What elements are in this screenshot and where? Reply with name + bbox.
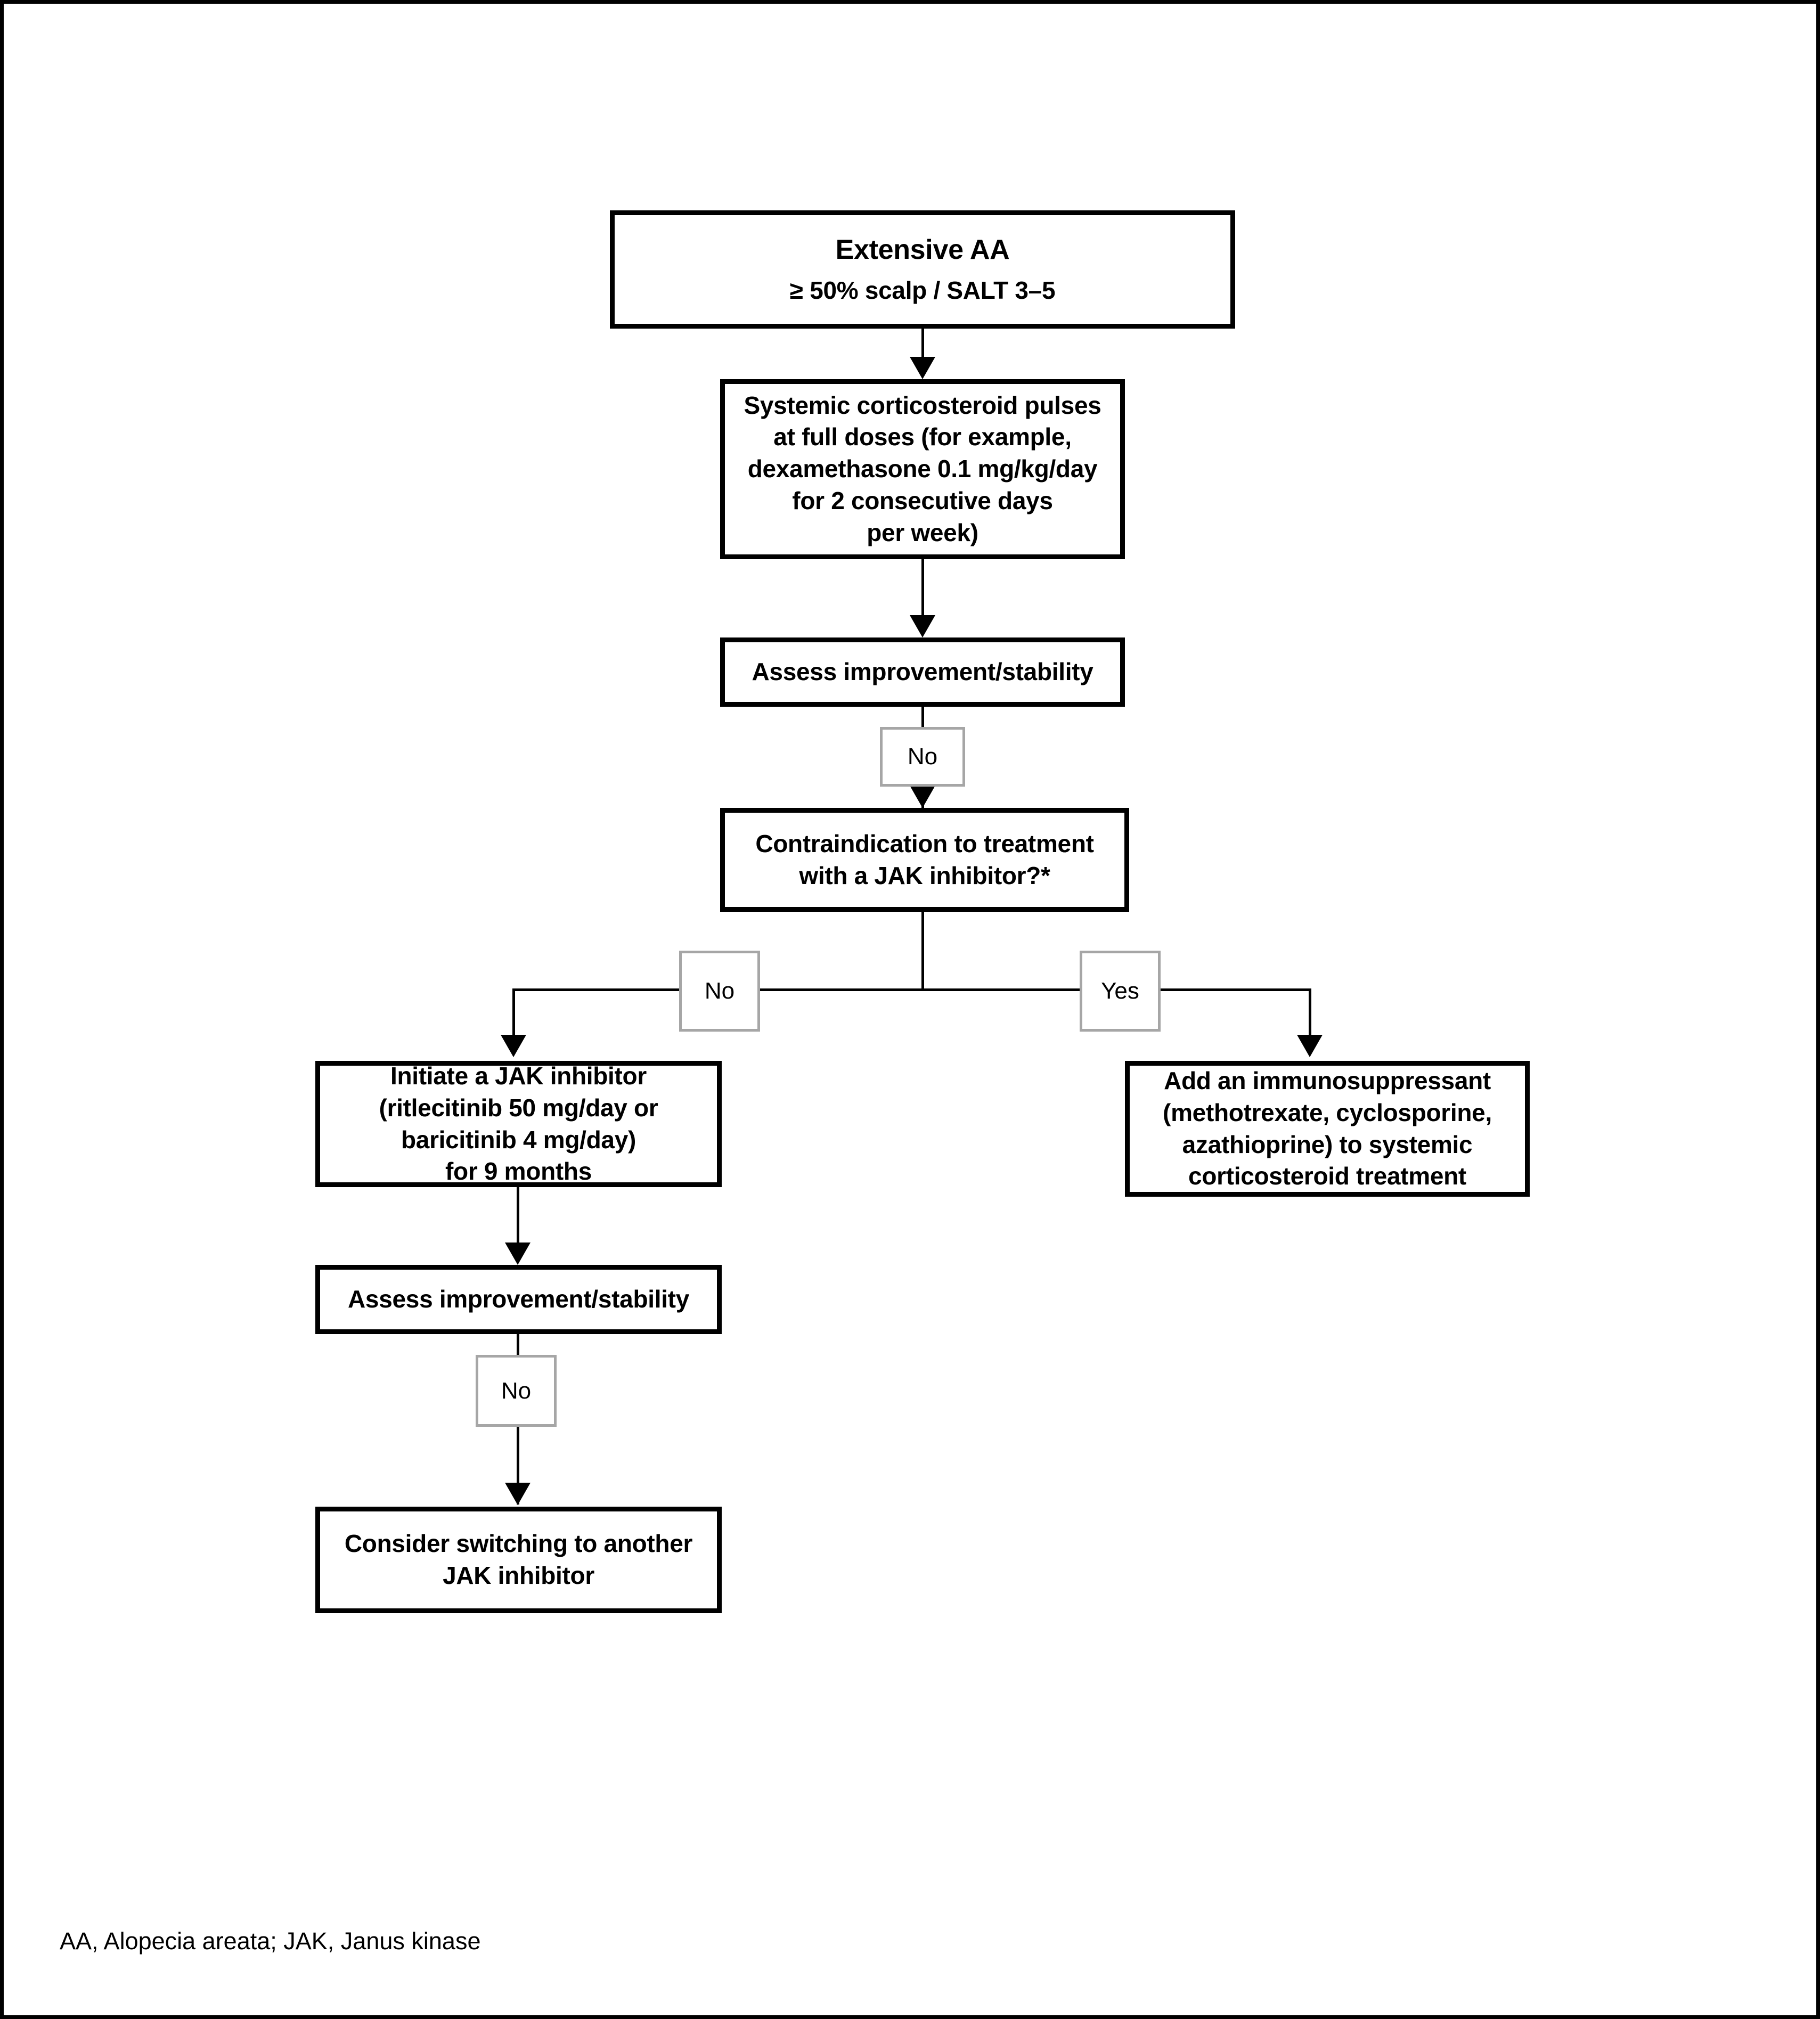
edge-label-no-after-assess-1-text: No [907,743,938,770]
node-assess-improvement-2-label: Assess improvement/stability [348,1285,689,1313]
connector-branch-bar [512,988,1311,991]
edge-label-no-after-assess-1: No [880,727,965,787]
arrowhead-to-assess-2 [505,1243,531,1265]
node-initiate-jak-line-4: for 9 months [445,1157,592,1186]
edge-label-yes-branch: Yes [1080,951,1161,1032]
node-assess-improvement-2: Assess improvement/stability [315,1265,722,1334]
node-contraindication-line-2: with a JAK inhibitor?* [799,861,1050,889]
node-assess-improvement-1: Assess improvement/stability [720,637,1125,707]
node-initiate-jak-line-3: baricitinib 4 mg/day) [401,1125,636,1154]
node-add-immunosuppressant-line-1: Add an immunosuppressant [1164,1066,1491,1094]
connector-branch-left-drop [512,988,515,1036]
node-consider-switching-line-2: JAK inhibitor [443,1562,594,1589]
node-corticosteroid-pulses-line-2: at full doses (for example, [773,423,1072,451]
node-extensive-aa: Extensive AA ≥ 50% scalp / SALT 3–5 [610,210,1235,329]
node-add-immunosuppressant: Add an immunosuppressant (methotrexate, … [1125,1061,1530,1197]
edge-label-no-after-assess-2-text: No [501,1377,532,1404]
connector-pulses-to-assess-1 [921,559,924,615]
arrowhead-to-add-immunosuppressant [1297,1035,1323,1057]
edge-label-no-branch-text: No [704,978,735,1004]
connector-branch-right-drop [1309,988,1311,1036]
node-consider-switching-jak: Consider switching to another JAK inhibi… [315,1507,722,1613]
node-assess-improvement-1-label: Assess improvement/stability [752,658,1093,686]
node-add-immunosuppressant-line-2: (methotrexate, cyclosporine, [1163,1098,1492,1126]
node-corticosteroid-pulses: Systemic corticosteroid pulses at full d… [720,379,1125,559]
node-add-immunosuppressant-line-3: azathioprine) to systemic [1182,1130,1473,1158]
arrowhead-to-pulses [910,357,935,379]
node-consider-switching-line-1: Consider switching to another [344,1530,693,1558]
node-extensive-aa-subtitle: ≥ 50% scalp / SALT 3–5 [789,276,1056,304]
node-add-immunosuppressant-line-4: corticosteroid treatment [1188,1162,1466,1190]
node-initiate-jak-inhibitor: Initiate a JAK inhibitor (ritlecitinib 5… [315,1061,722,1187]
node-initiate-jak-line-1: Initiate a JAK inhibitor [390,1061,647,1090]
node-extensive-aa-title: Extensive AA [835,234,1010,266]
edge-label-no-after-assess-2: No [476,1355,557,1427]
edge-label-yes-branch-text: Yes [1101,978,1139,1004]
node-corticosteroid-pulses-line-1: Systemic corticosteroid pulses [744,391,1101,419]
node-contraindication-line-1: Contraindication to treatment [755,829,1094,857]
edge-label-no-branch: No [679,951,760,1032]
arrowhead-to-assess-1 [910,615,935,637]
arrowhead-to-switch-jak [505,1483,531,1505]
node-corticosteroid-pulses-line-4: for 2 consecutive days [792,486,1053,514]
node-corticosteroid-pulses-line-3: dexamethasone 0.1 mg/kg/day [747,455,1098,483]
node-contraindication-decision: Contraindication to treatment with a JAK… [720,808,1129,912]
arrowhead-to-initiate-jak [501,1035,526,1057]
figure-footnote: AA, Alopecia areata; JAK, Janus kinase [60,1927,481,1955]
node-corticosteroid-pulses-line-5: per week) [867,518,978,546]
connector-decision-stem [921,912,924,990]
node-initiate-jak-line-2: (ritlecitinib 50 mg/day or [379,1093,658,1122]
arrowhead-to-contraindication [910,786,935,808]
connector-initiate-jak-to-assess-2 [517,1187,519,1243]
connector-extensive-aa-to-pulses [921,329,924,367]
